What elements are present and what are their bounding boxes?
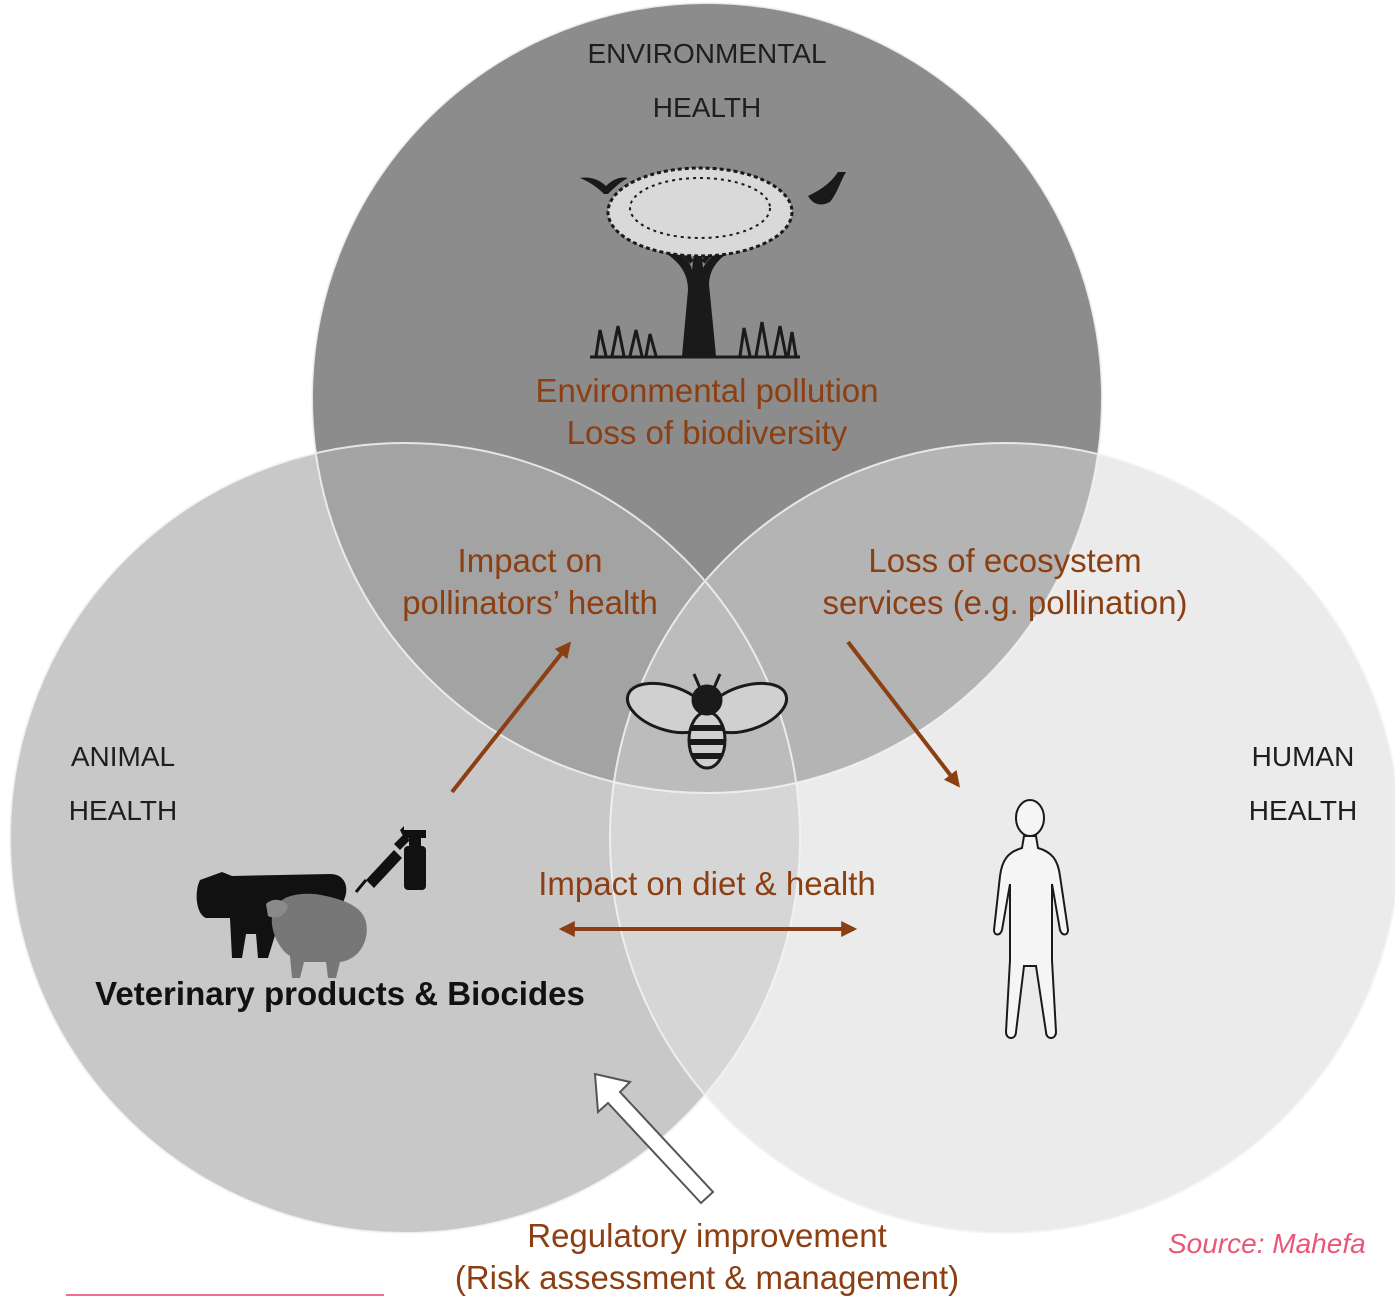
environmental-health-title: ENVIRONMENTAL HEALTH [557, 27, 857, 135]
pollinators-effect-line1: Impact on [457, 542, 603, 579]
arrow-animal-to-pollinators [450, 641, 571, 794]
environmental-effect-line1: Environmental pollution [535, 372, 879, 409]
overlap-regions [312, 443, 1102, 1233]
human-icon [992, 799, 1070, 1039]
human-title-line1: HUMAN [1251, 741, 1355, 772]
sheep-head-icon [266, 899, 288, 918]
decorative-underline [66, 1294, 384, 1296]
environmental-title-line2: HEALTH [652, 92, 762, 123]
environmental-title-line1: ENVIRONMENTAL [587, 38, 827, 69]
spray-bottle-icon [400, 826, 426, 890]
bee-icon [625, 673, 789, 770]
environmental-effect-line2: Loss of biodiversity [566, 414, 848, 451]
arrow-ecosystem-to-human [846, 640, 960, 788]
ecosystem-effect-line1: Loss of ecosystem [868, 542, 1142, 579]
regulatory-line2: (Risk assessment & management) [454, 1259, 960, 1296]
animal-health-title: ANIMAL HEALTH [48, 730, 198, 838]
ecosystem-effect-label: Loss of ecosystem services (e.g. pollina… [790, 540, 1220, 624]
arrow-regulatory-improvement [593, 1072, 715, 1205]
regulatory-improvement-label: Regulatory improvement (Risk assessment … [407, 1215, 1007, 1299]
human-title-line2: HEALTH [1248, 795, 1358, 826]
animal-title-line1: ANIMAL [70, 741, 176, 772]
human-health-title: HUMAN HEALTH [1228, 730, 1378, 838]
pollinators-effect-line2: pollinators’ health [402, 584, 658, 621]
pollinators-effect-label: Impact on pollinators’ health [370, 540, 690, 624]
tree-icon [590, 166, 800, 359]
veterinary-products-label: Veterinary products & Biocides [95, 975, 585, 1012]
bird-icon [808, 172, 846, 205]
diet-health-label: Impact on diet & health [538, 865, 876, 902]
environmental-effects-label: Environmental pollution Loss of biodiver… [467, 370, 947, 454]
source-credit: Source: Mahefa [1168, 1228, 1366, 1259]
regulatory-line1: Regulatory improvement [527, 1217, 887, 1254]
sheep-icon [271, 893, 367, 978]
ecosystem-effect-line2: services (e.g. pollination) [822, 584, 1188, 621]
animal-title-line2: HEALTH [68, 795, 178, 826]
circle-outlines [9, 2, 1395, 1234]
bird-icon [580, 177, 628, 194]
